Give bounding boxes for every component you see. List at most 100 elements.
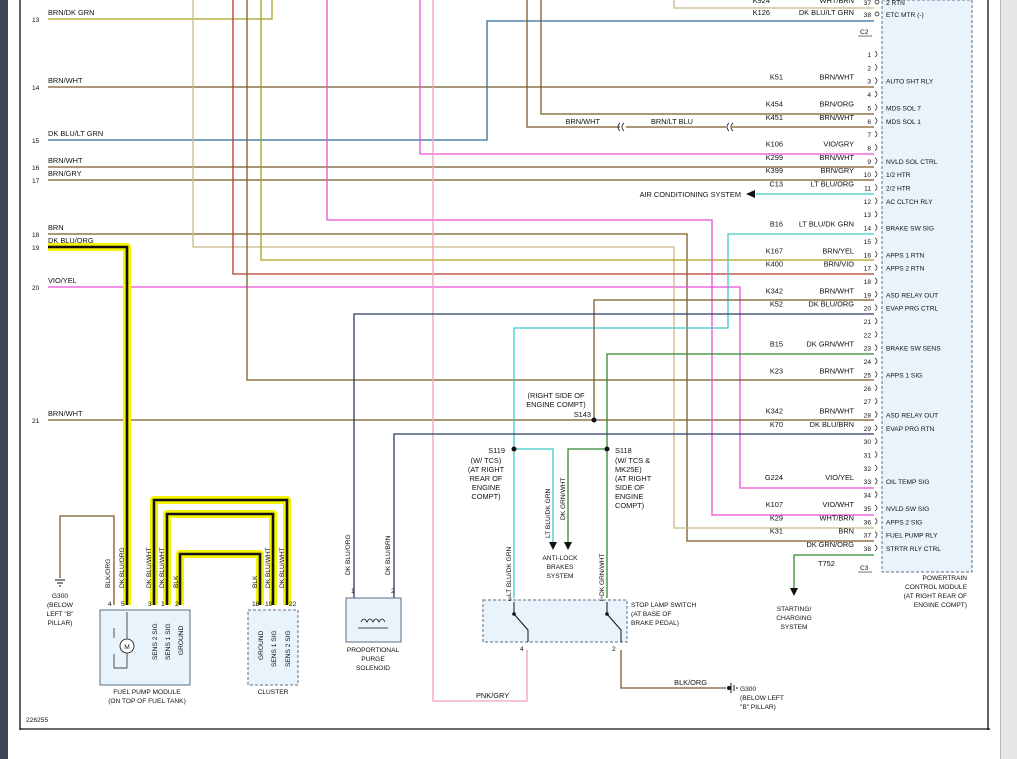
stop-lamp-pin: 1 [600, 596, 604, 603]
pcm-circuit: B15 [770, 340, 783, 349]
pcm-pin-terminal [874, 237, 878, 245]
pcm-circuit: K106 [766, 139, 783, 148]
stop-lamp-contacts [513, 602, 622, 642]
pcm-pin-num: 10 [864, 172, 872, 179]
pcm-connector-c3: C3 [860, 565, 869, 572]
pcm-pin-terminal [874, 491, 878, 498]
ground-left-name: G300 [52, 593, 68, 600]
fp-internal-sens2: SENS 2 SIG [152, 623, 159, 660]
purge-pin: 2 [391, 588, 395, 595]
pcm-pin-num: 20 [864, 306, 872, 313]
fp-wire-blk: BLK [173, 575, 180, 588]
pcm-circuit: K342 [766, 286, 783, 295]
cluster-pin: 18 [252, 601, 260, 608]
fp-pin: 4 [108, 601, 112, 608]
pcm-circuit: K51 [770, 73, 783, 82]
purge-label-1: PURGE [361, 656, 385, 663]
pcm-circuit: B16 [770, 220, 783, 229]
pcm-pin-label: BRAKE SW SENS [886, 346, 941, 353]
wire-asd-1 [593, 299, 874, 420]
pcm-pin-label: EVAP PRG RTN [886, 426, 935, 433]
left-row-number: 17 [32, 178, 40, 185]
pcm-wire-color: BRN/VIO [824, 260, 855, 269]
cluster-box [247, 609, 299, 686]
pcm-pin-terminal [874, 291, 878, 298]
pcm-pin-num: 28 [864, 412, 872, 419]
abs-wire2-label: DK GRN/WHT [560, 478, 567, 521]
stop-lamp-dot [512, 612, 516, 616]
pcm-pin-terminal [874, 437, 878, 445]
pump-internal-lines [113, 612, 128, 669]
wire-strtr [793, 554, 874, 590]
purge-wire2: DK BLU/BRN [385, 535, 392, 575]
abs-wire1-label: LT BLU/DK GRN [545, 489, 552, 538]
pcm-pin-num: 7 [867, 132, 871, 139]
wire-nvld-sol [419, 0, 874, 155]
pcm-wire-color: BRN/WHT [820, 73, 855, 82]
pcm-pin-num: 17 [864, 266, 872, 273]
pcm-wire-color: BRN/WHT [820, 406, 855, 415]
pcm-pin-num: 23 [864, 346, 872, 353]
wire-top-37 [673, 0, 874, 9]
pcm-pin-terminal [874, 464, 878, 472]
fp-internal-ground: GROUND [178, 625, 185, 655]
pcm-circuit: K107 [766, 500, 783, 509]
pcm-pin-num: 4 [867, 92, 871, 99]
purge-solenoid-box [345, 597, 402, 643]
wire-blk-org-ground [620, 650, 726, 689]
pcm-pin-terminal [874, 0, 880, 5]
ground-left-note-2: PILLAR) [48, 620, 73, 627]
pcm-pin-num: 30 [864, 439, 872, 446]
abs-arrow-1 [549, 542, 557, 550]
stop-lamp-bottom-left: PNK/GRY [476, 691, 509, 700]
fp-wire-dkbluwht1: DK BLU/WHT [146, 547, 153, 588]
pcm-pin-num: 35 [864, 506, 872, 513]
wire-row20 [48, 286, 874, 489]
pcm-pin-label: APPS 2 SIG [886, 519, 922, 526]
mds-wire-left-color: BRN/WHT [566, 117, 601, 126]
ground-left-icon [55, 579, 65, 587]
pcm-pin-terminal [874, 317, 878, 325]
pcm-wire-color: DK GRN/WHT [806, 340, 854, 349]
pcm-circuit: K451 [766, 113, 783, 122]
pcm-wire-color: LT BLU/DK GRN [799, 220, 854, 229]
splice-s118-note-0: (W/ TCS & [615, 456, 650, 465]
fuel-pump-label-1: (ON TOP OF FUEL TANK) [108, 698, 186, 705]
pcm-circuit: K167 [766, 246, 783, 255]
pcm-pin-terminal [874, 210, 878, 218]
pcm-pin-terminal [874, 331, 878, 338]
ground-left-note-1: LEFT "B" [47, 611, 75, 618]
pcm-circuit: C13 [769, 180, 783, 189]
pcm-pin-terminal [874, 64, 878, 71]
left-wire-color: BRN/DK GRN [48, 8, 94, 17]
cluster-pin: 19 [265, 601, 273, 608]
pcm-pin-label: APPS 1 SIG [886, 372, 922, 379]
pcm-pin-num: 18 [864, 279, 872, 286]
pcm-pin-num: 36 [864, 519, 872, 526]
pcm-pin-num: 9 [867, 159, 871, 166]
wire-evap-ctrl [353, 313, 874, 598]
wire-cluster-ground-core [178, 552, 262, 605]
pcm-wire-color: VIO/YEL [825, 473, 854, 482]
pcm-pin-terminal [874, 157, 878, 165]
pcm-pin-label: STRTR RLY CTRL [886, 546, 941, 553]
stop-lamp-title-1: (AT BASE OF [631, 611, 671, 618]
pcm-pin-terminal [874, 130, 878, 138]
pcm-pin-terminal [874, 277, 878, 285]
cluster-wire-sens2: DK BLU/WHT [279, 547, 286, 588]
purge-wire1: DK BLU/ORG [345, 534, 352, 575]
splice-s118-note-5: COMPT) [615, 501, 644, 510]
ground-right-name: G300 [740, 686, 756, 693]
splice-s118-note-3: SIDE OF [615, 483, 645, 492]
left-row-number: 19 [32, 245, 40, 252]
stop-lamp-title-0: STOP LAMP SWITCH [631, 602, 696, 609]
pcm-top-pin-num: 37 [864, 0, 872, 7]
pcm-pin-terminal [874, 90, 878, 98]
wire-fp-5-core [48, 245, 129, 605]
wire-mds7 [540, 0, 874, 115]
splice-s143-name: S143 [574, 410, 591, 419]
left-window-edge [0, 0, 8, 759]
right-scrollbar[interactable] [1000, 0, 1017, 759]
left-row-number: 13 [32, 17, 40, 24]
pcm-top-circuit: K126 [753, 8, 770, 17]
